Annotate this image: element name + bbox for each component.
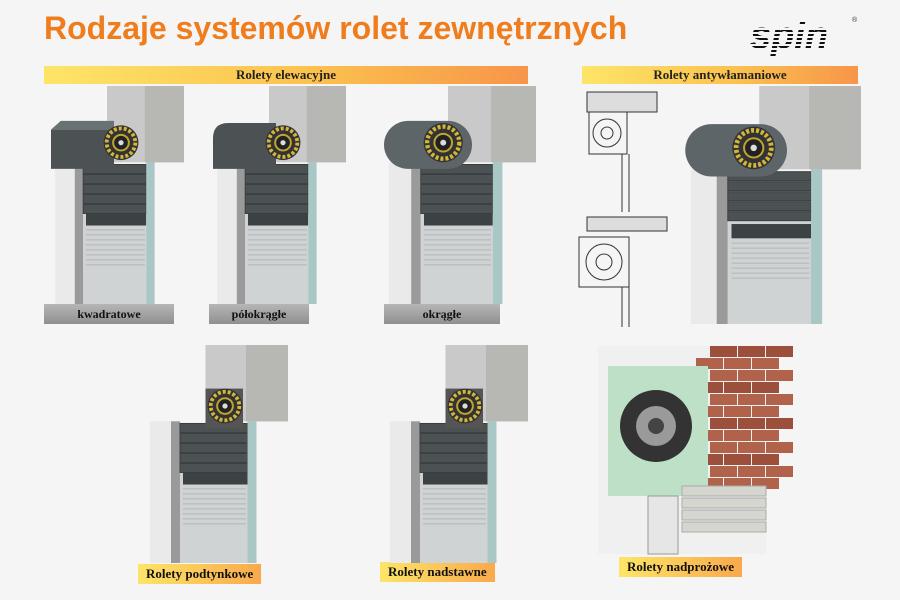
illustration-okragle [384, 86, 536, 304]
svg-text:spin: spin [750, 15, 828, 57]
page-title: Rodzaje systemów rolet zewnętrznych [44, 10, 628, 46]
section-elewacyjne: Rolety elewacyjne [44, 66, 528, 84]
brick-wall-cutaway [598, 346, 793, 555]
caption-podtynkowe: Rolety podtynkowe [138, 564, 262, 584]
caption-nadprozowe: Rolety nadprożowe [619, 557, 743, 577]
caption-okragle: okrągłe [384, 304, 500, 324]
illustration-podtynkowe [150, 345, 288, 563]
caption-nadstawne: Rolety nadstawne [380, 562, 495, 582]
illustration-nadstawne [390, 345, 528, 563]
illustration-antywlamaniowe [685, 86, 861, 324]
spin-logo: spin ® [750, 15, 858, 57]
caption-kwadratowe: kwadratowe [44, 304, 174, 324]
illustration-kwadratowe [51, 86, 184, 304]
svg-text:®: ® [852, 16, 858, 24]
caption-polokragle: półokrągłe [209, 304, 309, 324]
illustration-polokragle [213, 86, 346, 304]
technical-drawing [578, 91, 668, 327]
section-antywlamaniowe: Rolety antywłamaniowe [582, 66, 858, 84]
